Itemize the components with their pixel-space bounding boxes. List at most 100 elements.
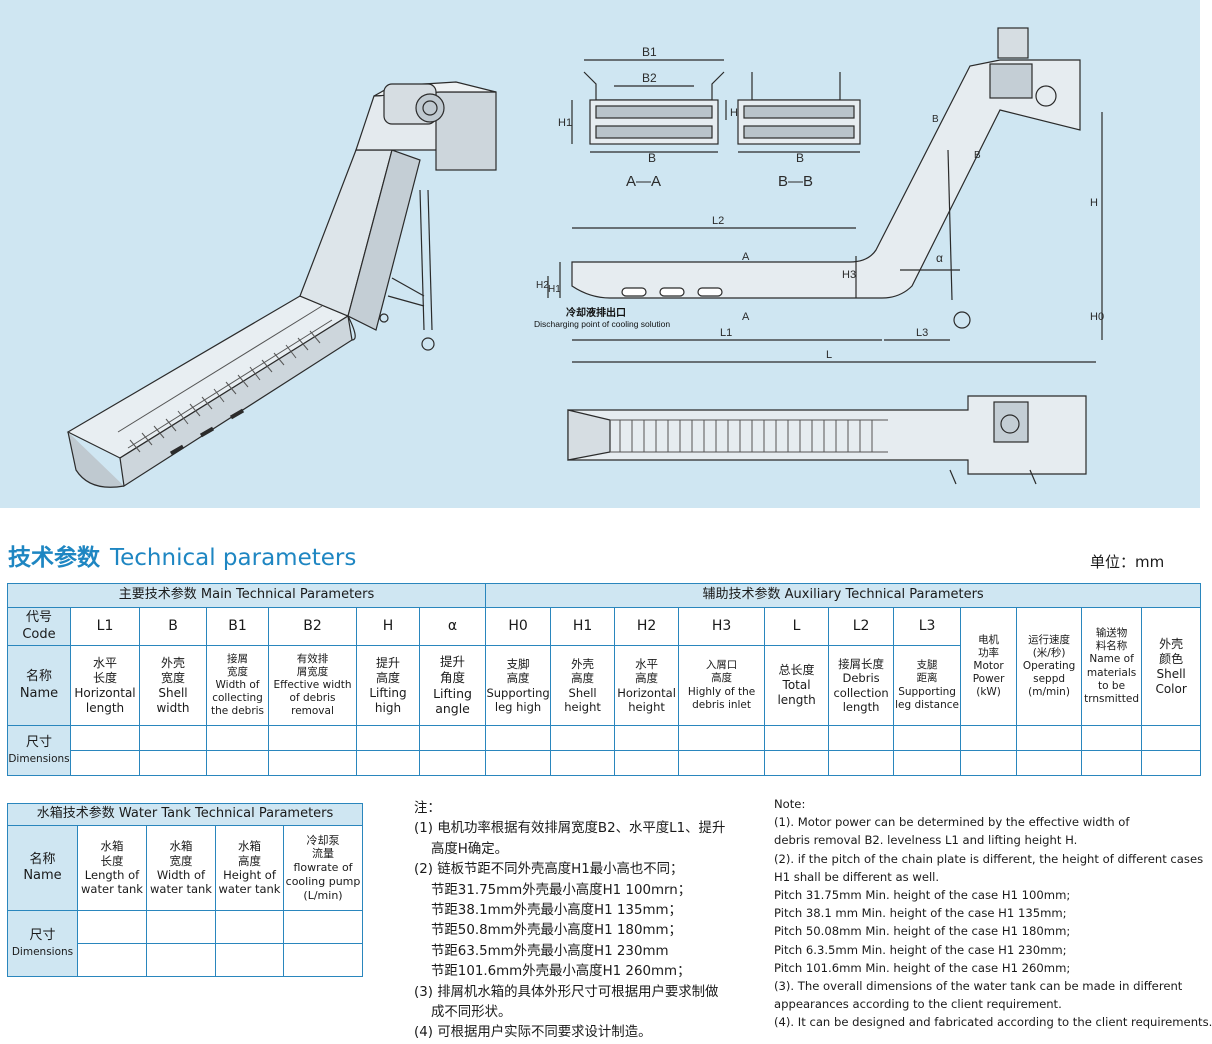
dimension-input-cell[interactable] <box>485 750 552 776</box>
name-cell: 水平 长度 Horizontal length <box>70 645 140 726</box>
code-cell: H2 <box>614 607 680 646</box>
water-dimension-cell[interactable] <box>215 910 284 944</box>
dim-l1-label: L1 <box>720 327 732 339</box>
dimension-input-cell[interactable] <box>614 725 680 751</box>
dimension-input-cell[interactable] <box>1081 750 1143 776</box>
dimension-input-cell[interactable] <box>764 725 830 751</box>
dim-b1-label: B1 <box>642 45 657 59</box>
dimension-input-cell[interactable] <box>70 750 140 776</box>
code-cell: H1 <box>550 607 616 646</box>
note-en-line: (3). The overall dimensions of the water… <box>774 979 1183 994</box>
note-en-line: debris removal B2. levelness L1 and lift… <box>774 833 1078 848</box>
dimension-input-cell[interactable] <box>960 750 1018 776</box>
note-cn-line: (2) 链板节距不同外壳高度H1最小高也不同； <box>414 862 684 878</box>
notes-cn-head: 注： <box>414 801 441 816</box>
dimension-input-cell[interactable] <box>1141 725 1202 751</box>
title-en: Technical parameters <box>110 545 357 571</box>
dim-h2-side-label: H2 <box>536 280 549 291</box>
name-cell: 总长度 Total length <box>764 645 830 726</box>
dimension-input-cell[interactable] <box>550 750 616 776</box>
dimension-input-cell[interactable] <box>1141 750 1202 776</box>
water-dimension-cell[interactable] <box>282 910 364 944</box>
dim-h3-label: H3 <box>842 269 856 281</box>
dimension-input-cell[interactable] <box>614 750 680 776</box>
dimension-input-cell[interactable] <box>268 750 357 776</box>
dimension-input-cell[interactable] <box>206 750 269 776</box>
dimension-input-cell[interactable] <box>893 725 962 751</box>
dim-a-label-bottom: A <box>742 311 750 323</box>
note-en-line: (1). Motor power can be determined by th… <box>774 815 1130 830</box>
dimension-input-cell[interactable] <box>356 750 420 776</box>
side-elevation-view: L2 L1 L3 L H H0 H3 H2 H1 α A A B B 冷却液排出… <box>534 27 1104 363</box>
water-dimension-cell[interactable] <box>146 943 216 977</box>
name-cell: 提升 角度 Lifting angle <box>418 645 487 726</box>
dimension-input-cell[interactable] <box>550 725 616 751</box>
note-en-line: (2). if the pitch of the chain plate is … <box>774 851 1204 866</box>
dimension-input-cell[interactable] <box>70 725 140 751</box>
dimension-input-cell[interactable] <box>893 750 962 776</box>
water-dimension-cell[interactable] <box>77 910 147 944</box>
shell-color-header: 外壳 颜色 Shell Color <box>1141 607 1202 726</box>
note-en-line: H1 shall be different as well. <box>774 869 940 884</box>
dimension-input-cell[interactable] <box>418 725 487 751</box>
dimension-input-cell[interactable] <box>268 725 357 751</box>
code-label: 代号 Code <box>7 607 71 646</box>
dimension-input-cell[interactable] <box>139 725 207 751</box>
water-tank-name-row: 名称 Name 水箱 长度 Length of water tank 水箱 宽度… <box>7 825 364 911</box>
name-label: 名称 Name <box>7 645 71 726</box>
dimension-input-cell[interactable] <box>1016 725 1083 751</box>
note-cn-line: (4) 可根据用户实际不同要求设计制造。 <box>414 1025 652 1041</box>
main-group-header: 主要技术参数 Main Technical Parameters <box>6 583 487 608</box>
note-cn-line: 节距31.75mm外壳最小高度H1 100mrn； <box>414 882 692 898</box>
code-cell: L3 <box>893 607 962 646</box>
code-cell: B <box>139 607 207 646</box>
section-b-b: B B—B <box>737 72 861 190</box>
dimension-input-cell[interactable] <box>960 725 1018 751</box>
note-en-line: (4). It can be designed and fabricated a… <box>774 1015 1212 1030</box>
dimension-input-cell[interactable] <box>828 725 895 751</box>
dimension-input-cell[interactable] <box>1016 750 1083 776</box>
note-en-line: appearances according to the client requ… <box>774 997 1062 1012</box>
material-name-header: 输送物 料名称 Name of materials to be trnsmitt… <box>1081 607 1143 726</box>
water-dimension-cell[interactable] <box>282 943 364 977</box>
dimension-input-cell[interactable] <box>678 750 766 776</box>
code-cell: L2 <box>828 607 895 646</box>
notes-english: Note: (1). Motor power can be determined… <box>774 795 1212 1032</box>
dimension-input-cell[interactable] <box>418 750 487 776</box>
dimension-input-cell[interactable] <box>139 750 207 776</box>
water-dimension-cell[interactable] <box>215 943 284 977</box>
dimension-input-cell[interactable] <box>1081 725 1143 751</box>
dimension-input-cell[interactable] <box>356 725 420 751</box>
dimension-input-cell[interactable] <box>485 725 552 751</box>
water-col-header: 冷却泵 流量 flowrate of cooling pump (L/min) <box>282 825 364 911</box>
note-cn-line: 成不同形状。 <box>414 1005 512 1021</box>
section-aa-label: A—A <box>626 173 661 190</box>
dimensions-label-en: Dimensions <box>8 753 70 766</box>
water-tank-title: 水箱技术参数 Water Tank Technical Parameters <box>6 803 364 826</box>
water-dimensions-label-cn: 尺寸 <box>29 927 56 943</box>
code-cell: L1 <box>70 607 140 646</box>
note-cn-line: 节距50.8mm外壳最小高度H1 180mm； <box>414 923 682 939</box>
dim-b-top-label: B <box>932 114 939 125</box>
dim-l-label: L <box>826 349 832 361</box>
water-dimension-cell[interactable] <box>77 943 147 977</box>
code-cell: B2 <box>268 607 357 646</box>
name-cell: 有效排 屑宽度 Effective width of debris remova… <box>268 645 357 726</box>
dimension-input-cell[interactable] <box>828 750 895 776</box>
name-row: 名称 Name 水平 长度 Horizontal length 外壳 宽度 Sh… <box>7 645 1201 726</box>
dim-bb-label: B <box>796 151 804 165</box>
conveyor-drawing: B1 B2 B H1 H2 A—A B B—B <box>66 27 1104 488</box>
dimension-input-cell[interactable] <box>678 725 766 751</box>
dimension-input-cell[interactable] <box>206 725 269 751</box>
dim-h0-label: H0 <box>1090 311 1104 323</box>
dim-h-label: H <box>1090 197 1098 209</box>
water-col-header: 水箱 长度 Length of water tank <box>77 825 147 911</box>
water-col-header: 水箱 高度 Height of water tank <box>215 825 284 911</box>
water-dimension-cell[interactable] <box>146 910 216 944</box>
dimension-input-cell[interactable] <box>764 750 830 776</box>
dimensions-row-2 <box>8 750 1202 776</box>
discharge-point-en: Discharging point of cooling solution <box>534 319 670 329</box>
code-cell: α <box>418 607 487 646</box>
